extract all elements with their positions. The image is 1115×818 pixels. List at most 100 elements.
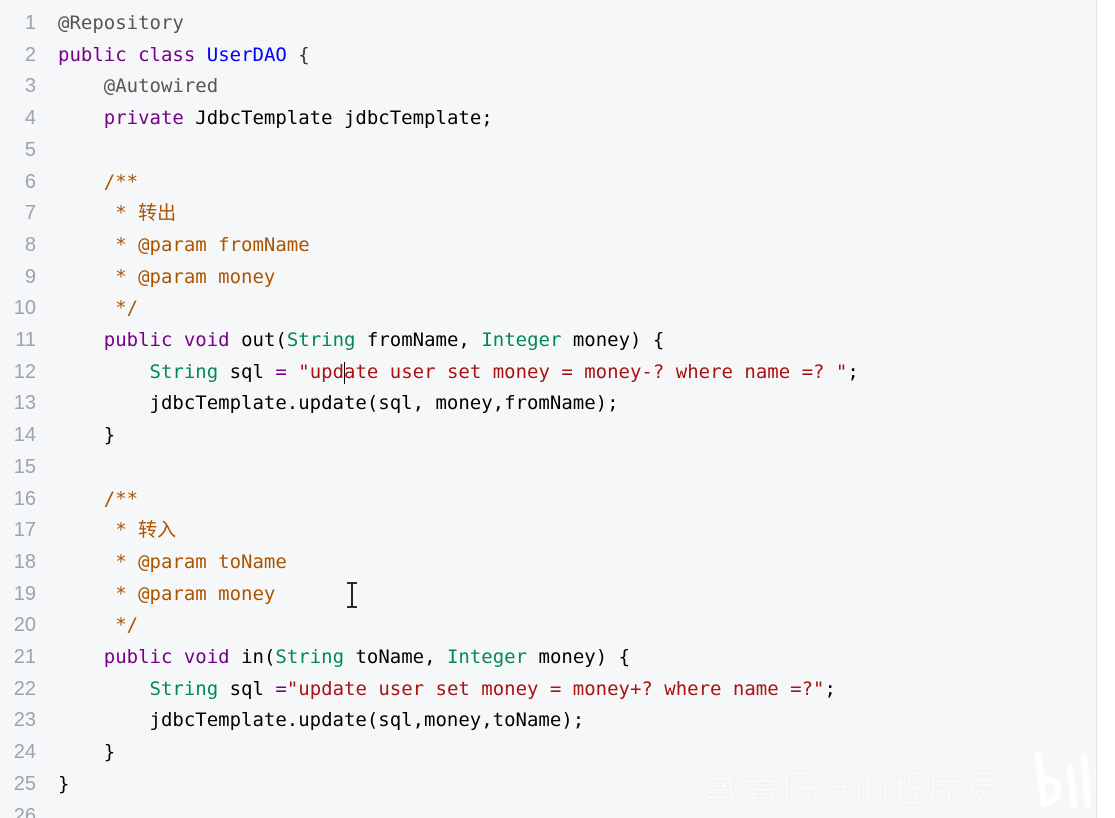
- code-text[interactable]: @Autowired: [58, 71, 218, 103]
- code-token: [58, 646, 104, 668]
- code-token: /**: [58, 170, 139, 193]
- code-token: public: [103, 646, 173, 668]
- code-text[interactable]: @Repository: [58, 8, 184, 40]
- code-line[interactable]: 19 * @param money: [0, 579, 276, 611]
- code-token: [58, 329, 104, 351]
- code-line[interactable]: 13 jdbcTemplate.update(sql, money,fromNa…: [0, 388, 619, 420]
- code-text[interactable]: * @param fromName: [58, 230, 309, 262]
- code-line[interactable]: 5: [0, 135, 36, 167]
- bilibili-logo-icon: [1034, 750, 1096, 808]
- code-text[interactable]: /**: [58, 167, 138, 199]
- code-token: "update user set money = money-? where n…: [298, 360, 848, 383]
- code-token: [58, 361, 150, 383]
- code-token: {: [286, 43, 310, 66]
- line-number: 6: [24, 170, 36, 193]
- line-number: 9: [24, 265, 36, 288]
- code-line[interactable]: 7 * 转出: [0, 198, 176, 230]
- line-number: 22: [13, 677, 36, 700]
- code-line[interactable]: 25}: [0, 769, 70, 801]
- code-line[interactable]: 8 * @param fromName: [0, 230, 310, 262]
- code-token: [58, 75, 104, 97]
- code-text[interactable]: */: [58, 610, 138, 642]
- code-token: String: [286, 329, 356, 351]
- code-line[interactable]: 21 public void in(String toName, Integer…: [0, 642, 630, 674]
- code-token: }: [58, 424, 116, 447]
- code-line[interactable]: 24 }: [0, 737, 115, 769]
- code-line[interactable]: 4 private JdbcTemplate jdbcTemplate;: [0, 103, 493, 135]
- code-text[interactable]: */: [58, 293, 138, 325]
- code-token: Integer: [481, 329, 562, 351]
- code-text[interactable]: jdbcTemplate.update(sql,money,toName);: [58, 705, 585, 737]
- code-line[interactable]: 10 */: [0, 293, 138, 325]
- code-text[interactable]: * 转入: [58, 515, 176, 547]
- code-line[interactable]: 6 /**: [0, 167, 138, 199]
- code-token: String: [275, 646, 345, 668]
- code-token: * 转出: [58, 202, 177, 225]
- line-number: 8: [24, 233, 36, 256]
- code-token: [58, 678, 150, 700]
- code-token: jdbcTemplate.update(sql, money,fromName)…: [58, 392, 619, 415]
- code-line[interactable]: 16 /**: [0, 484, 138, 516]
- code-line[interactable]: 18 * @param toName: [0, 547, 287, 579]
- code-text[interactable]: public void in(String toName, Integer mo…: [58, 642, 630, 674]
- code-text[interactable]: * @param toName: [58, 547, 287, 579]
- code-token: sql: [218, 677, 276, 700]
- code-token: void: [183, 329, 230, 351]
- code-token: }: [58, 772, 70, 795]
- code-text[interactable]: * @param money: [58, 262, 275, 294]
- code-line[interactable]: 17 * 转入: [0, 515, 176, 547]
- code-token: UserDAO: [206, 43, 287, 66]
- code-text[interactable]: public class UserDAO {: [58, 40, 310, 72]
- code-line[interactable]: 12 String sql = "update user set money =…: [0, 357, 859, 389]
- code-token: jdbcTemplate.update(sql,money,toName);: [58, 709, 585, 732]
- scrollbar-track[interactable]: [1097, 0, 1115, 818]
- line-number: 12: [13, 360, 36, 383]
- line-number: 26: [13, 804, 36, 818]
- code-line[interactable]: 1 @Repository: [0, 8, 184, 40]
- code-line[interactable]: 26: [0, 801, 36, 818]
- code-token: * @param toName: [58, 550, 287, 573]
- code-line[interactable]: 14 }: [0, 420, 115, 452]
- code-token: money) {: [527, 646, 631, 668]
- code-token: money) {: [561, 329, 665, 351]
- code-token: sql: [218, 360, 276, 383]
- line-number: 20: [13, 614, 36, 637]
- code-token: out(: [229, 329, 287, 351]
- code-token: [287, 361, 298, 383]
- code-text[interactable]: String sql ="update user set money = mon…: [58, 674, 836, 706]
- code-line[interactable]: 15: [0, 452, 36, 484]
- line-number: 1: [24, 12, 36, 34]
- code-text[interactable]: }: [58, 420, 115, 452]
- line-number: 7: [24, 202, 36, 225]
- code-token: */: [58, 614, 139, 637]
- code-token: */: [58, 297, 139, 320]
- code-text[interactable]: private JdbcTemplate jdbcTemplate;: [58, 103, 493, 135]
- code-line[interactable]: 22 String sql ="update user set money = …: [0, 674, 836, 706]
- code-line[interactable]: 3 @Autowired: [0, 71, 218, 103]
- code-text[interactable]: }: [58, 769, 69, 801]
- code-line[interactable]: 23 jdbcTemplate.update(sql,money,toName)…: [0, 705, 584, 737]
- code-line[interactable]: 20 */: [0, 610, 138, 642]
- code-text[interactable]: jdbcTemplate.update(sql, money,fromName)…: [58, 388, 619, 420]
- code-text[interactable]: /**: [58, 484, 138, 516]
- line-number: 21: [13, 646, 36, 668]
- line-number: 11: [15, 329, 36, 351]
- line-number: 25: [13, 772, 36, 795]
- code-token: [172, 646, 183, 668]
- code-token: public: [58, 43, 127, 66]
- code-line[interactable]: 9 * @param money: [0, 262, 275, 294]
- code-text[interactable]: }: [58, 737, 115, 769]
- code-token: String: [149, 677, 219, 700]
- code-text[interactable]: * 转出: [58, 198, 176, 230]
- line-number: 23: [13, 709, 36, 732]
- code-text[interactable]: public void out(String fromName, Integer…: [58, 325, 665, 357]
- code-token: @Repository: [58, 12, 184, 34]
- code-token: [58, 107, 104, 129]
- code-line[interactable]: 11 public void out(String fromName, Inte…: [0, 325, 664, 357]
- code-token: [195, 44, 206, 66]
- line-number: 3: [24, 75, 36, 98]
- code-text[interactable]: * @param money: [58, 579, 275, 611]
- code-text[interactable]: String sql = "update user set money = mo…: [58, 357, 859, 389]
